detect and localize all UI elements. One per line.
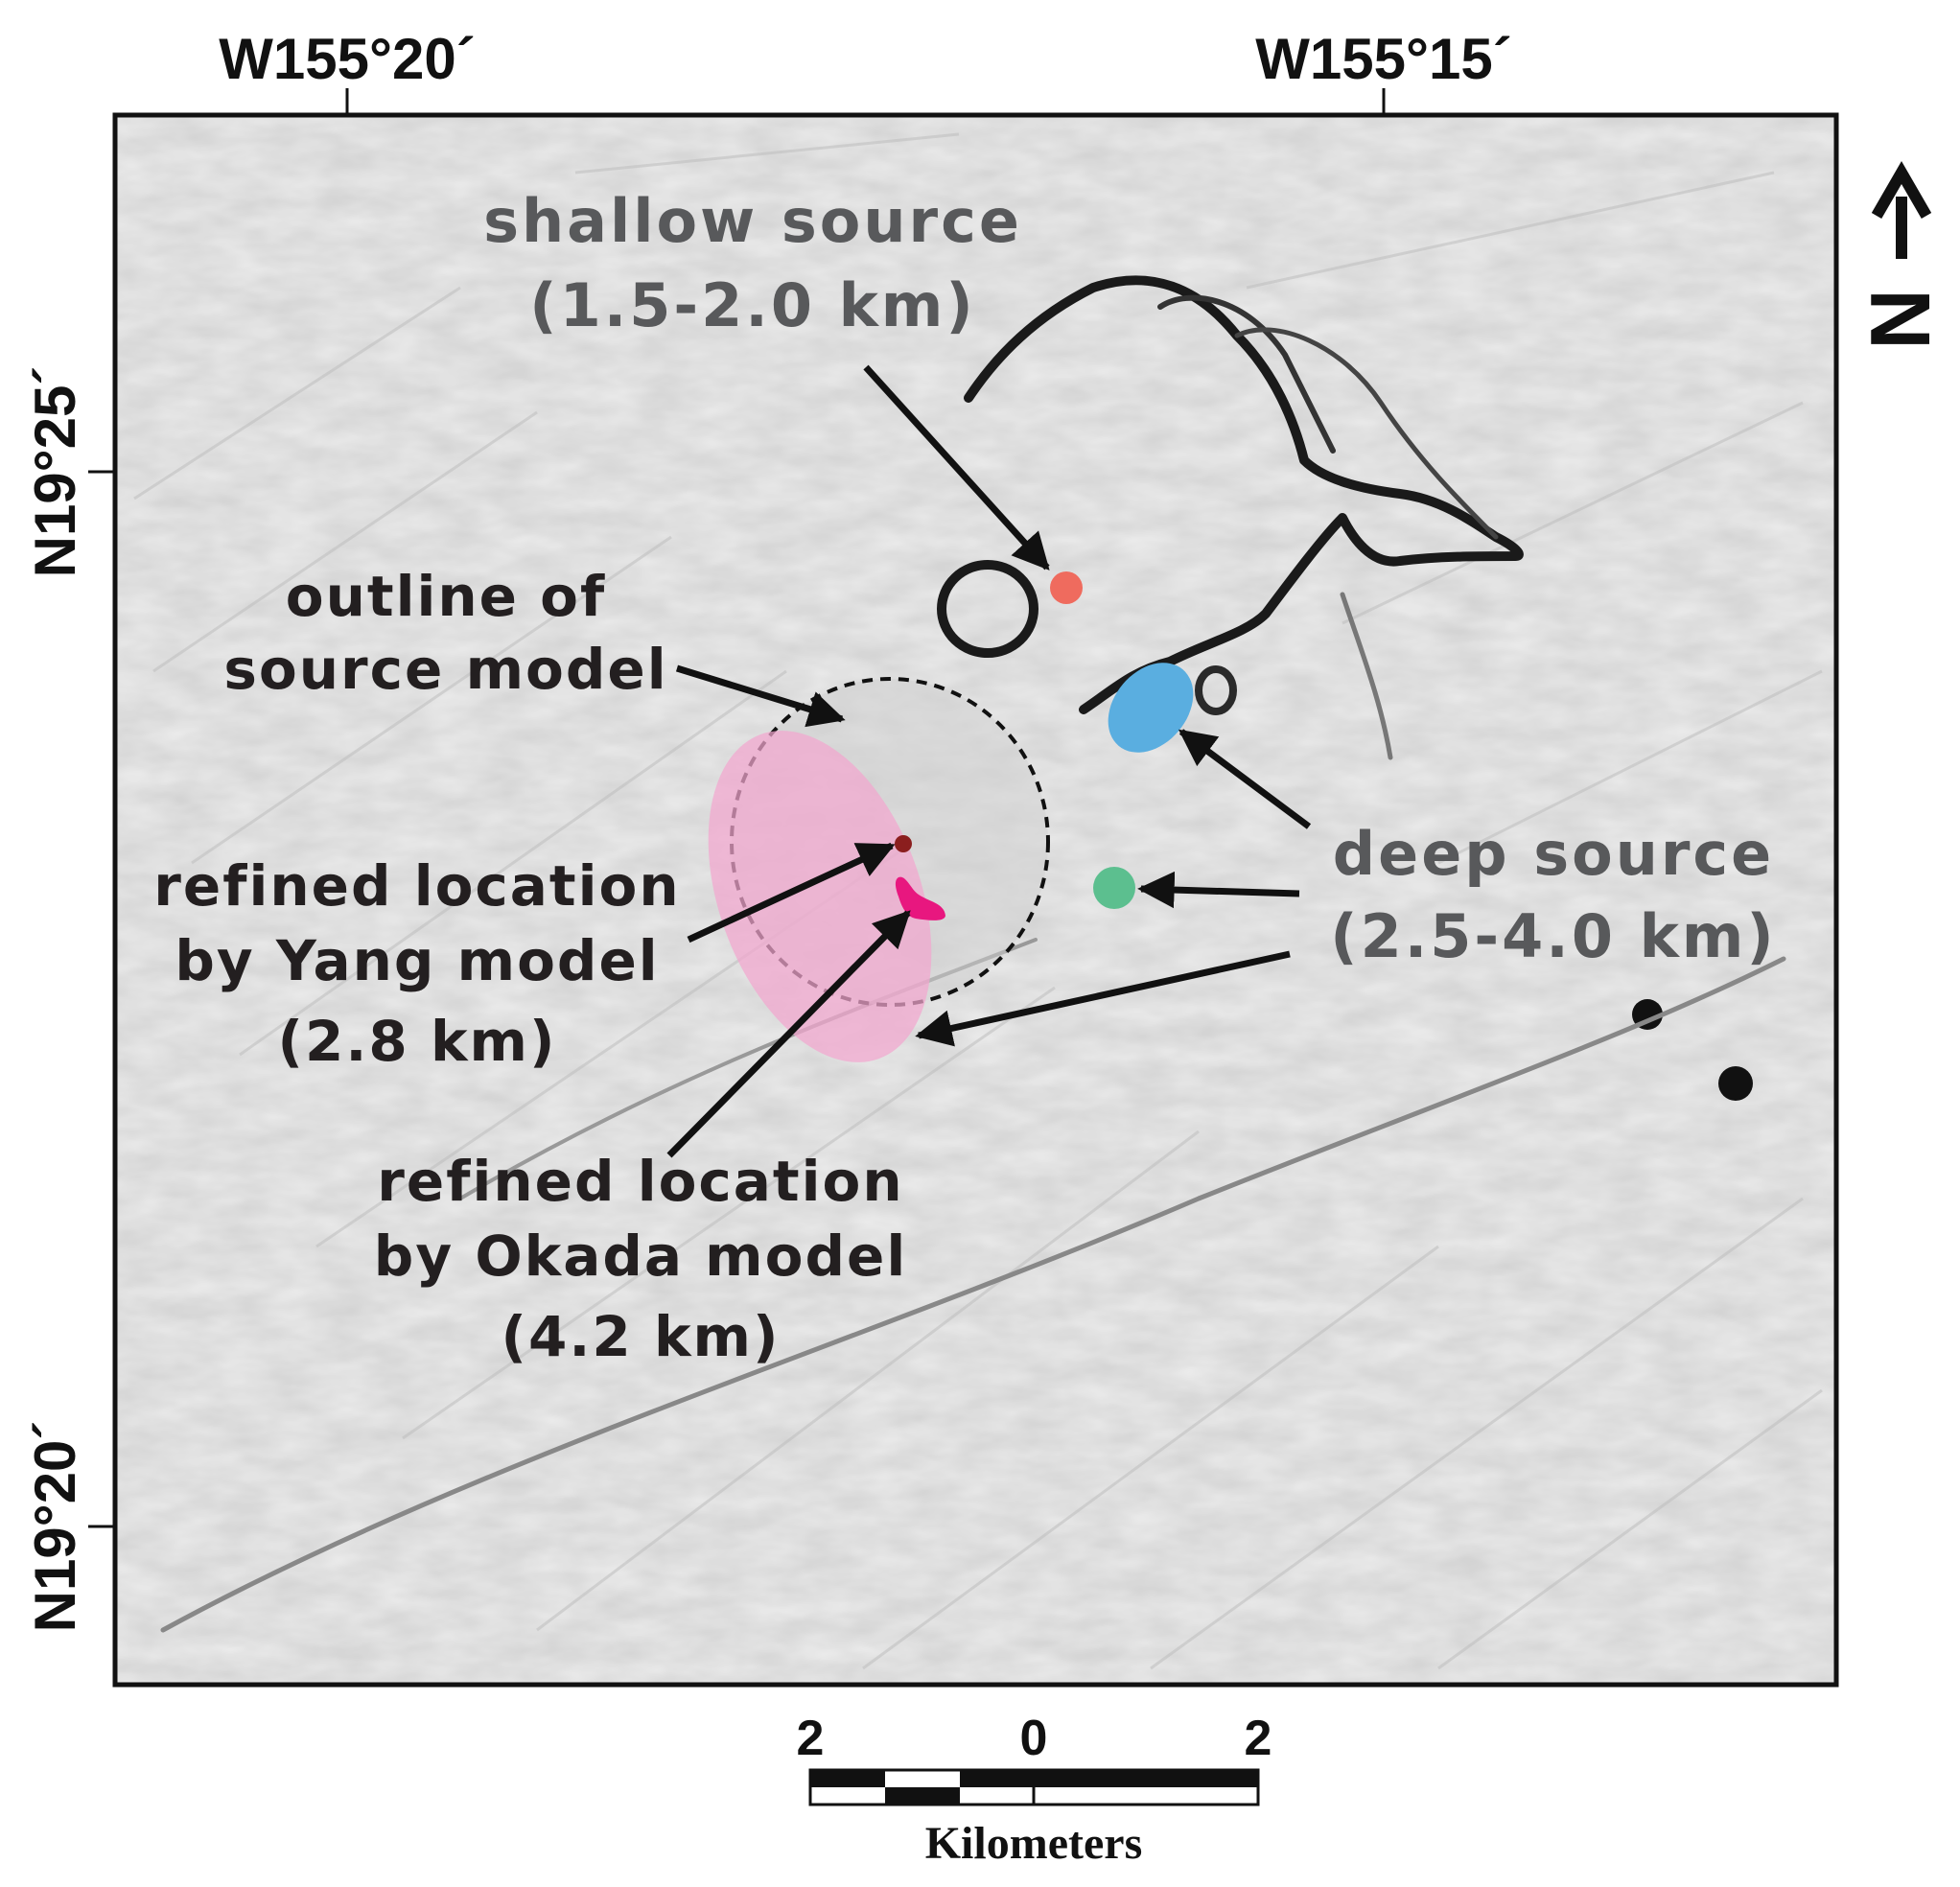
arrow-deep-pink	[915, 950, 1291, 1047]
arrow-outline	[675, 664, 846, 728]
longitude-label-east: W155°15´	[1255, 27, 1511, 91]
yang-line2: by Yang model	[175, 928, 659, 993]
dark-crater-2	[1718, 1066, 1753, 1101]
outline-line1: outline of	[286, 564, 607, 629]
yang-label: refined location by Yang model (2.8 km)	[153, 853, 680, 1074]
scale-bar: 2 0 2 Kilometers	[797, 1711, 1272, 1869]
caldera-features	[160, 275, 1786, 1633]
okada-line2: by Okada model	[374, 1223, 907, 1289]
shallow-source-label: shallow source (1.5-2.0 km)	[483, 186, 1022, 340]
arrow-yang	[687, 842, 896, 944]
deep-source-green-marker	[1093, 867, 1135, 909]
topographic-texture	[133, 132, 1823, 1670]
deep-source-blue-ellipse	[1108, 663, 1194, 753]
scale-unit: Kilometers	[925, 1818, 1143, 1869]
okada-line3: (4.2 km)	[502, 1304, 781, 1369]
shallow-source-line2: (1.5-2.0 km)	[529, 270, 976, 340]
small-crater	[1195, 665, 1237, 715]
shallow-source-marker	[1050, 571, 1083, 604]
deep-source-label: deep source (2.5-4.0 km)	[1330, 819, 1777, 971]
map-frame	[112, 112, 1839, 1688]
yang-line1: refined location	[153, 853, 680, 919]
deep-source-line2: (2.5-4.0 km)	[1330, 901, 1777, 971]
annotation-arrows	[666, 364, 1312, 1158]
scale-label-center: 0	[1020, 1711, 1048, 1766]
scale-label-right: 2	[1245, 1711, 1272, 1766]
deep-source-line1: deep source	[1333, 819, 1774, 889]
north-arrow-icon: N	[1853, 161, 1948, 350]
arrow-deep-blue	[1178, 729, 1312, 829]
deep-source-ellipse	[708, 731, 932, 1062]
outline-line2: source model	[223, 637, 667, 702]
arrow-okada	[666, 910, 911, 1158]
outline-label: outline of source model	[223, 564, 667, 702]
longitude-label-west: W155°20´	[219, 27, 475, 91]
arrow-deep-green	[1137, 871, 1300, 909]
okada-line1: refined location	[377, 1149, 903, 1214]
fault-trace-south	[160, 956, 1786, 1633]
coordinate-ticks	[88, 88, 1386, 1528]
okada-refined-location	[895, 876, 945, 920]
shallow-source-line1: shallow source	[483, 186, 1022, 256]
scale-label-left: 2	[797, 1711, 825, 1766]
arrow-shallow-source	[863, 364, 1050, 571]
okada-label: refined location by Okada model (4.2 km)	[374, 1149, 907, 1369]
latitude-label-south: N19°20´	[23, 1421, 87, 1633]
yang-refined-location	[895, 835, 912, 852]
caldera-inner-rim	[1157, 294, 1336, 454]
rift-trace-south	[1340, 592, 1393, 760]
north-label: N	[1853, 289, 1948, 350]
latitude-label-north: N19°25´	[23, 366, 87, 578]
east-rift-trace	[1234, 327, 1499, 540]
yang-line3: (2.8 km)	[278, 1009, 557, 1074]
pit-crater	[937, 560, 1038, 658]
